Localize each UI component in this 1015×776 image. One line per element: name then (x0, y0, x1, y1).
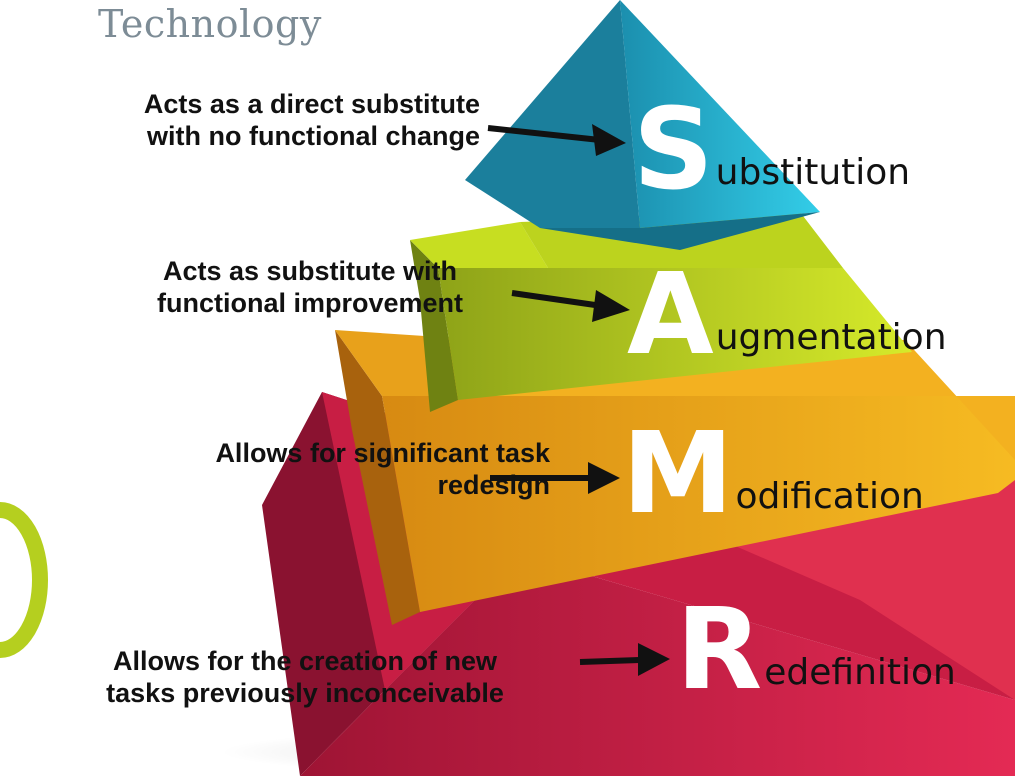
description-line: tasks previously inconceivable (106, 678, 504, 708)
heading-technology: Technology (98, 2, 322, 46)
arrow-redefinition (579, 643, 670, 676)
arrow-modification (490, 462, 620, 494)
level-augmentation: Augmentation (627, 250, 947, 380)
description-line: Allows for the creation of new (112, 646, 498, 676)
description-modification: Allows for significant task redesign (80, 437, 550, 501)
level-substitution: Substitution (633, 85, 911, 215)
level-letter: R (676, 585, 763, 715)
tier-substitution (465, 0, 820, 250)
level-letter: S (633, 85, 714, 215)
level-letter: A (627, 250, 714, 380)
description-substitution: Acts as a direct substitute with no func… (144, 88, 480, 152)
description-line: Allows for significant task (215, 438, 550, 468)
ring-decoration (0, 502, 48, 658)
level-word-rest: odification (735, 475, 924, 517)
level-word-rest: ubstitution (715, 151, 911, 193)
description-line: functional improvement (156, 288, 464, 318)
arrow-augmentation (511, 290, 630, 322)
description-line: with no functional change (147, 121, 480, 151)
level-word-rest: ugmentation (715, 316, 947, 358)
description-line: Acts as a direct substitute (143, 89, 480, 119)
arrow-substitution (487, 124, 626, 156)
description-augmentation: Acts as substitute with functional impro… (80, 255, 540, 319)
description-line: Acts as substitute with (162, 256, 458, 286)
level-word-rest: edefinition (764, 651, 956, 693)
level-letter: M (622, 409, 734, 539)
level-modification: Modification (622, 409, 924, 539)
level-redefinition: Redefinition (676, 585, 956, 715)
description-line: redesign (437, 470, 550, 500)
description-redefinition: Allows for the creation of new tasks pre… (20, 645, 590, 709)
